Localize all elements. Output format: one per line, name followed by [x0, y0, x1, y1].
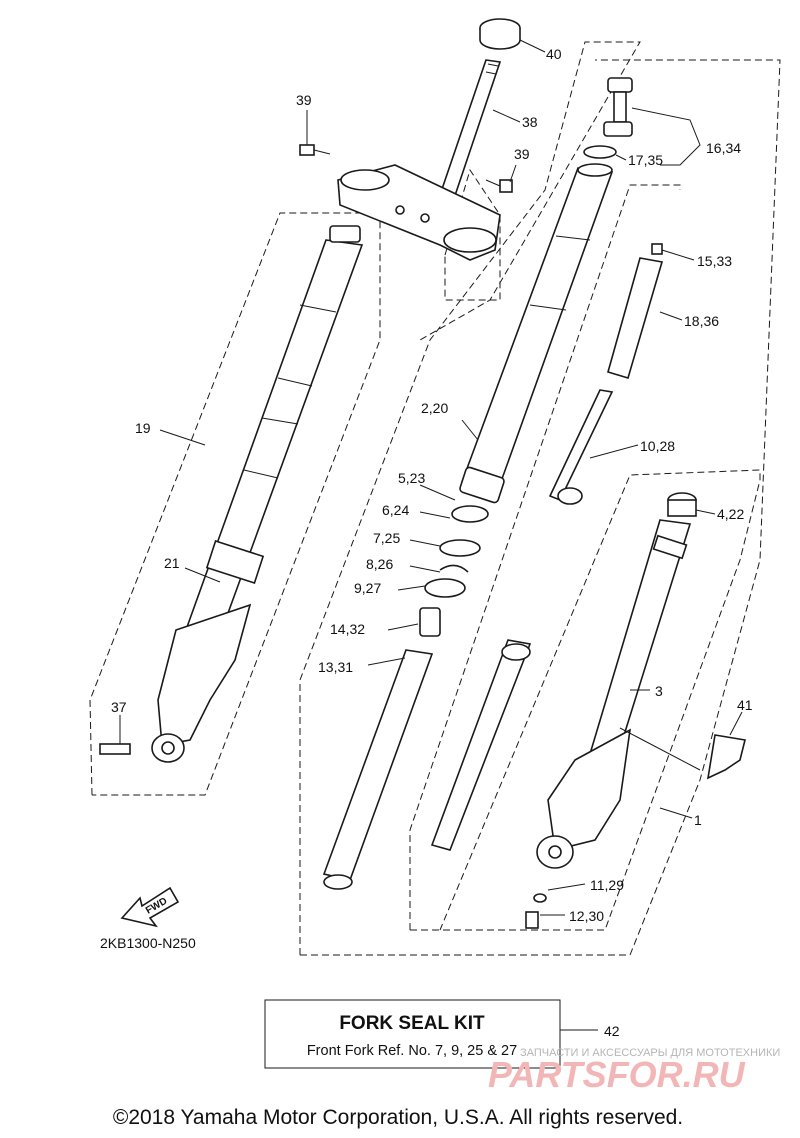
watermark: ЗАПЧАСТИ И АКСЕССУАРЫ ДЛЯ МОТОТЕХНИКИ PA… [488, 1047, 780, 1095]
callout-42: 42 [604, 1023, 620, 1039]
callout-1: 1 [694, 812, 702, 828]
callout-38: 38 [522, 114, 538, 130]
callout-40: 40 [546, 46, 562, 62]
watermark-brand: PARTSFOR.RU [488, 1054, 746, 1095]
callout-16-34: 16,34 [706, 140, 741, 156]
callout-9-27: 9,27 [354, 580, 381, 596]
callout-18-36: 18,36 [684, 313, 719, 329]
outer-tube-assembly [525, 492, 746, 929]
callout-21: 21 [164, 555, 180, 571]
damper-rod [430, 487, 583, 851]
callout-13-31: 13,31 [318, 659, 353, 675]
callout-19: 19 [135, 420, 151, 436]
callout-17-35: 17,35 [628, 152, 663, 168]
callout-39-left: 39 [296, 92, 312, 108]
callout-10-28: 10,28 [640, 438, 675, 454]
callout-39-right: 39 [514, 146, 530, 162]
kit-subtitle: Front Fork Ref. No. 7, 9, 25 & 27 [307, 1043, 517, 1059]
callout-37: 37 [111, 699, 127, 715]
leader-lines [119, 39, 743, 1031]
callout-12-30: 12,30 [569, 908, 604, 924]
callout-41: 41 [737, 697, 753, 713]
callout-2-20: 2,20 [421, 400, 448, 416]
diagram-code: 2KB1300-N250 [100, 935, 196, 951]
callout-7-25: 7,25 [373, 530, 400, 546]
kit-title: FORK SEAL KIT [339, 1013, 485, 1034]
callout-5-23: 5,23 [398, 470, 425, 486]
left-fork-assembly [99, 225, 364, 763]
callout-14-32: 14,32 [330, 621, 365, 637]
steering-assembly [299, 18, 521, 261]
callout-11-29: 11,29 [590, 877, 624, 893]
callout-labels: 40 39 38 39 17,35 16,34 15,33 18,36 19 2… [111, 46, 753, 1039]
watermark-tagline: ЗАПЧАСТИ И АКСЕССУАРЫ ДЛЯ МОТОТЕХНИКИ [520, 1047, 780, 1059]
callout-8-26: 8,26 [366, 556, 393, 572]
callout-15-33: 15,33 [697, 253, 732, 269]
damper-assembly [548, 77, 664, 502]
fwd-arrow: FWD [120, 886, 180, 928]
callout-6-24: 6,24 [382, 502, 409, 518]
inner-tube-assembly [322, 163, 614, 890]
callout-3: 3 [655, 683, 663, 699]
callout-4-22: 4,22 [717, 506, 744, 522]
fork-seal-kit-box: FORK SEAL KIT Front Fork Ref. No. 7, 9, … [264, 999, 561, 1069]
copyright-notice: ©2018 Yamaha Motor Corporation, U.S.A. A… [113, 1106, 683, 1129]
